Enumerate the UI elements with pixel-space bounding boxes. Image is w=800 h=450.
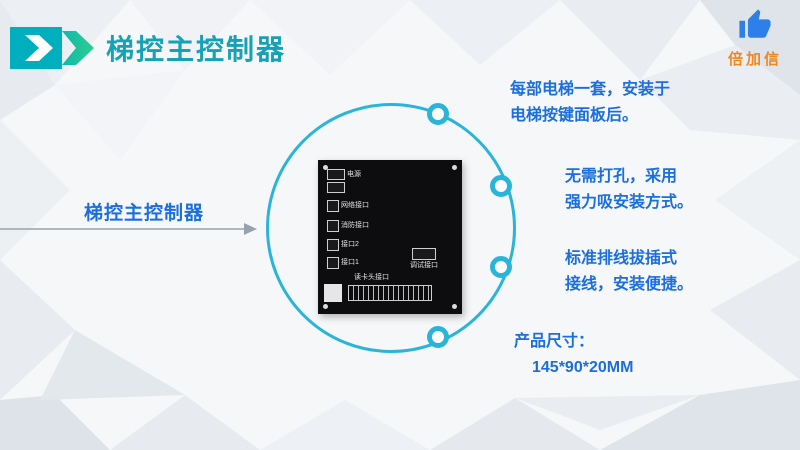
screw-hole bbox=[452, 165, 457, 170]
callout-line: 产品尺寸： bbox=[514, 333, 595, 350]
board-label-network: 网络接口 bbox=[341, 202, 369, 209]
left-callout-label: 梯控主控制器 bbox=[84, 203, 205, 224]
connector bbox=[327, 200, 339, 212]
brand-logo: 倍加信 bbox=[720, 8, 790, 69]
screw-hole bbox=[323, 304, 328, 309]
callout-mount: 无需打孔，采用 强力吸安装方式。 bbox=[565, 164, 693, 216]
board-label-port1: 接口1 bbox=[341, 259, 359, 266]
connector bbox=[327, 220, 339, 232]
callout-line: 145*90*20MM bbox=[532, 359, 634, 376]
callout-line: 电梯按键面板后。 bbox=[510, 107, 639, 124]
board-label-fire: 消防接口 bbox=[341, 222, 369, 229]
circle-dot-2 bbox=[490, 175, 512, 197]
brand-name: 倍加信 bbox=[727, 51, 782, 68]
callout-line: 接线，安装便捷。 bbox=[565, 276, 694, 293]
connector bbox=[412, 248, 436, 260]
thumbs-up-icon bbox=[739, 9, 771, 38]
callout-line: 强力吸安装方式。 bbox=[565, 194, 694, 211]
left-arrow-icon bbox=[0, 223, 257, 235]
callout-line: 每部电梯一套，安装于 bbox=[510, 81, 671, 98]
callout-wiring: 标准排线拔插式 接线，安装便捷。 bbox=[565, 246, 693, 298]
circle-dot-1 bbox=[427, 103, 449, 125]
screw-hole bbox=[323, 165, 328, 170]
connector bbox=[327, 182, 345, 193]
board-label-reader: 读卡头接口 bbox=[354, 274, 389, 281]
callout-line: 无需打孔，采用 bbox=[565, 168, 678, 185]
connector bbox=[327, 239, 339, 251]
product-circle bbox=[266, 103, 516, 353]
board-label-port2: 接口2 bbox=[341, 241, 359, 248]
connector bbox=[327, 257, 339, 269]
chevron-logo-icon bbox=[10, 27, 94, 69]
circle-dot-3 bbox=[490, 256, 512, 278]
page-title: 梯控主控制器 bbox=[106, 34, 287, 65]
callout-dimensions: 产品尺寸： 145*90*20MM bbox=[514, 329, 633, 381]
board-label-power: 电源 bbox=[347, 171, 361, 178]
pin-connector bbox=[348, 285, 432, 301]
circle-dot-4 bbox=[427, 326, 449, 348]
connector bbox=[327, 169, 345, 180]
board-label-debug: 调试接口 bbox=[410, 262, 438, 269]
screw-hole bbox=[452, 304, 457, 309]
product-board-image: 电源 网络接口 消防接口 接口2 接口1 调试接口 读卡头接口 bbox=[318, 160, 462, 314]
callout-install: 每部电梯一套，安装于 电梯按键面板后。 bbox=[510, 77, 670, 129]
relay-block bbox=[324, 284, 342, 302]
callout-line: 标准排线拔插式 bbox=[565, 250, 678, 267]
